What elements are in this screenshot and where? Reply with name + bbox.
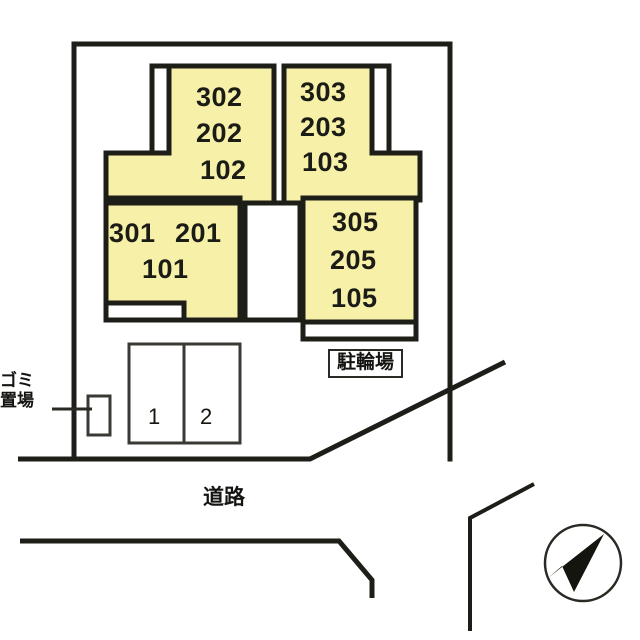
central-courtyard (242, 200, 303, 323)
parking-stalls (127, 342, 242, 445)
building-block-northwest (103, 63, 277, 209)
road-edges (18, 359, 535, 631)
building-block-southwest (103, 200, 243, 323)
stair-notch-northwest (149, 63, 172, 156)
north-arrow-icon (543, 523, 623, 603)
garbage-enclosure (52, 394, 112, 437)
building-block-southeast (300, 195, 419, 342)
stair-notch-northeast (369, 63, 392, 156)
building-block-northeast (281, 63, 423, 209)
entry-notch-southeast (300, 319, 419, 342)
lot-boundary (71, 41, 453, 462)
entry-notch-southwest (103, 300, 187, 323)
